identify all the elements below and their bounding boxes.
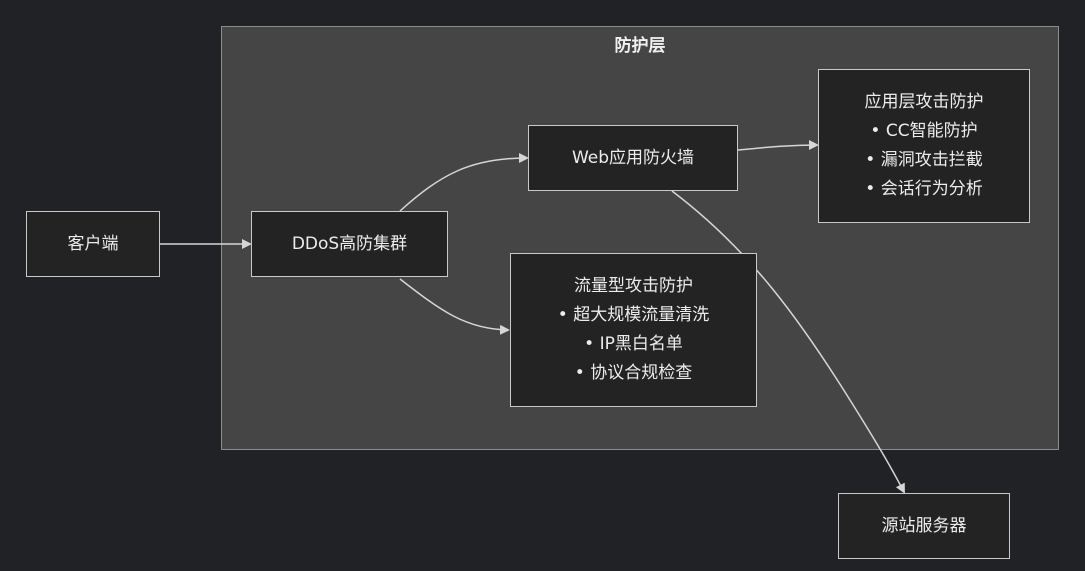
flow-protect-title: 流量型攻击防护: [574, 276, 693, 296]
app-protect-title: 应用层攻击防护: [864, 92, 984, 112]
origin-label: 源站服务器: [881, 515, 967, 536]
client-node: 客户端: [26, 211, 160, 277]
app-protect-item: • 会话行为分析: [865, 179, 983, 199]
flow-protect-item: • 协议合规检查: [574, 363, 693, 383]
app-protect-item: • CC智能防护: [870, 121, 978, 141]
ddos-label: DDoS高防集群: [291, 233, 408, 254]
ddos-cluster-node: DDoS高防集群: [251, 211, 448, 277]
cluster-title: 防护层: [614, 36, 666, 56]
app-protect-item: • 漏洞攻击拦截: [865, 150, 983, 170]
app-layer-protection-node: 应用层攻击防护 • CC智能防护 • 漏洞攻击拦截 • 会话行为分析: [818, 69, 1030, 223]
flow-protect-item: • 超大规模流量清洗: [557, 305, 710, 325]
client-label: 客户端: [67, 233, 119, 254]
flow-protect-item: • IP黑白名单: [584, 334, 683, 354]
traffic-attack-protection-node: 流量型攻击防护 • 超大规模流量清洗 • IP黑白名单 • 协议合规检查: [510, 253, 757, 407]
waf-node: Web应用防火墙: [528, 125, 738, 191]
waf-label: Web应用防火墙: [571, 147, 695, 168]
origin-server-node: 源站服务器: [838, 493, 1010, 559]
